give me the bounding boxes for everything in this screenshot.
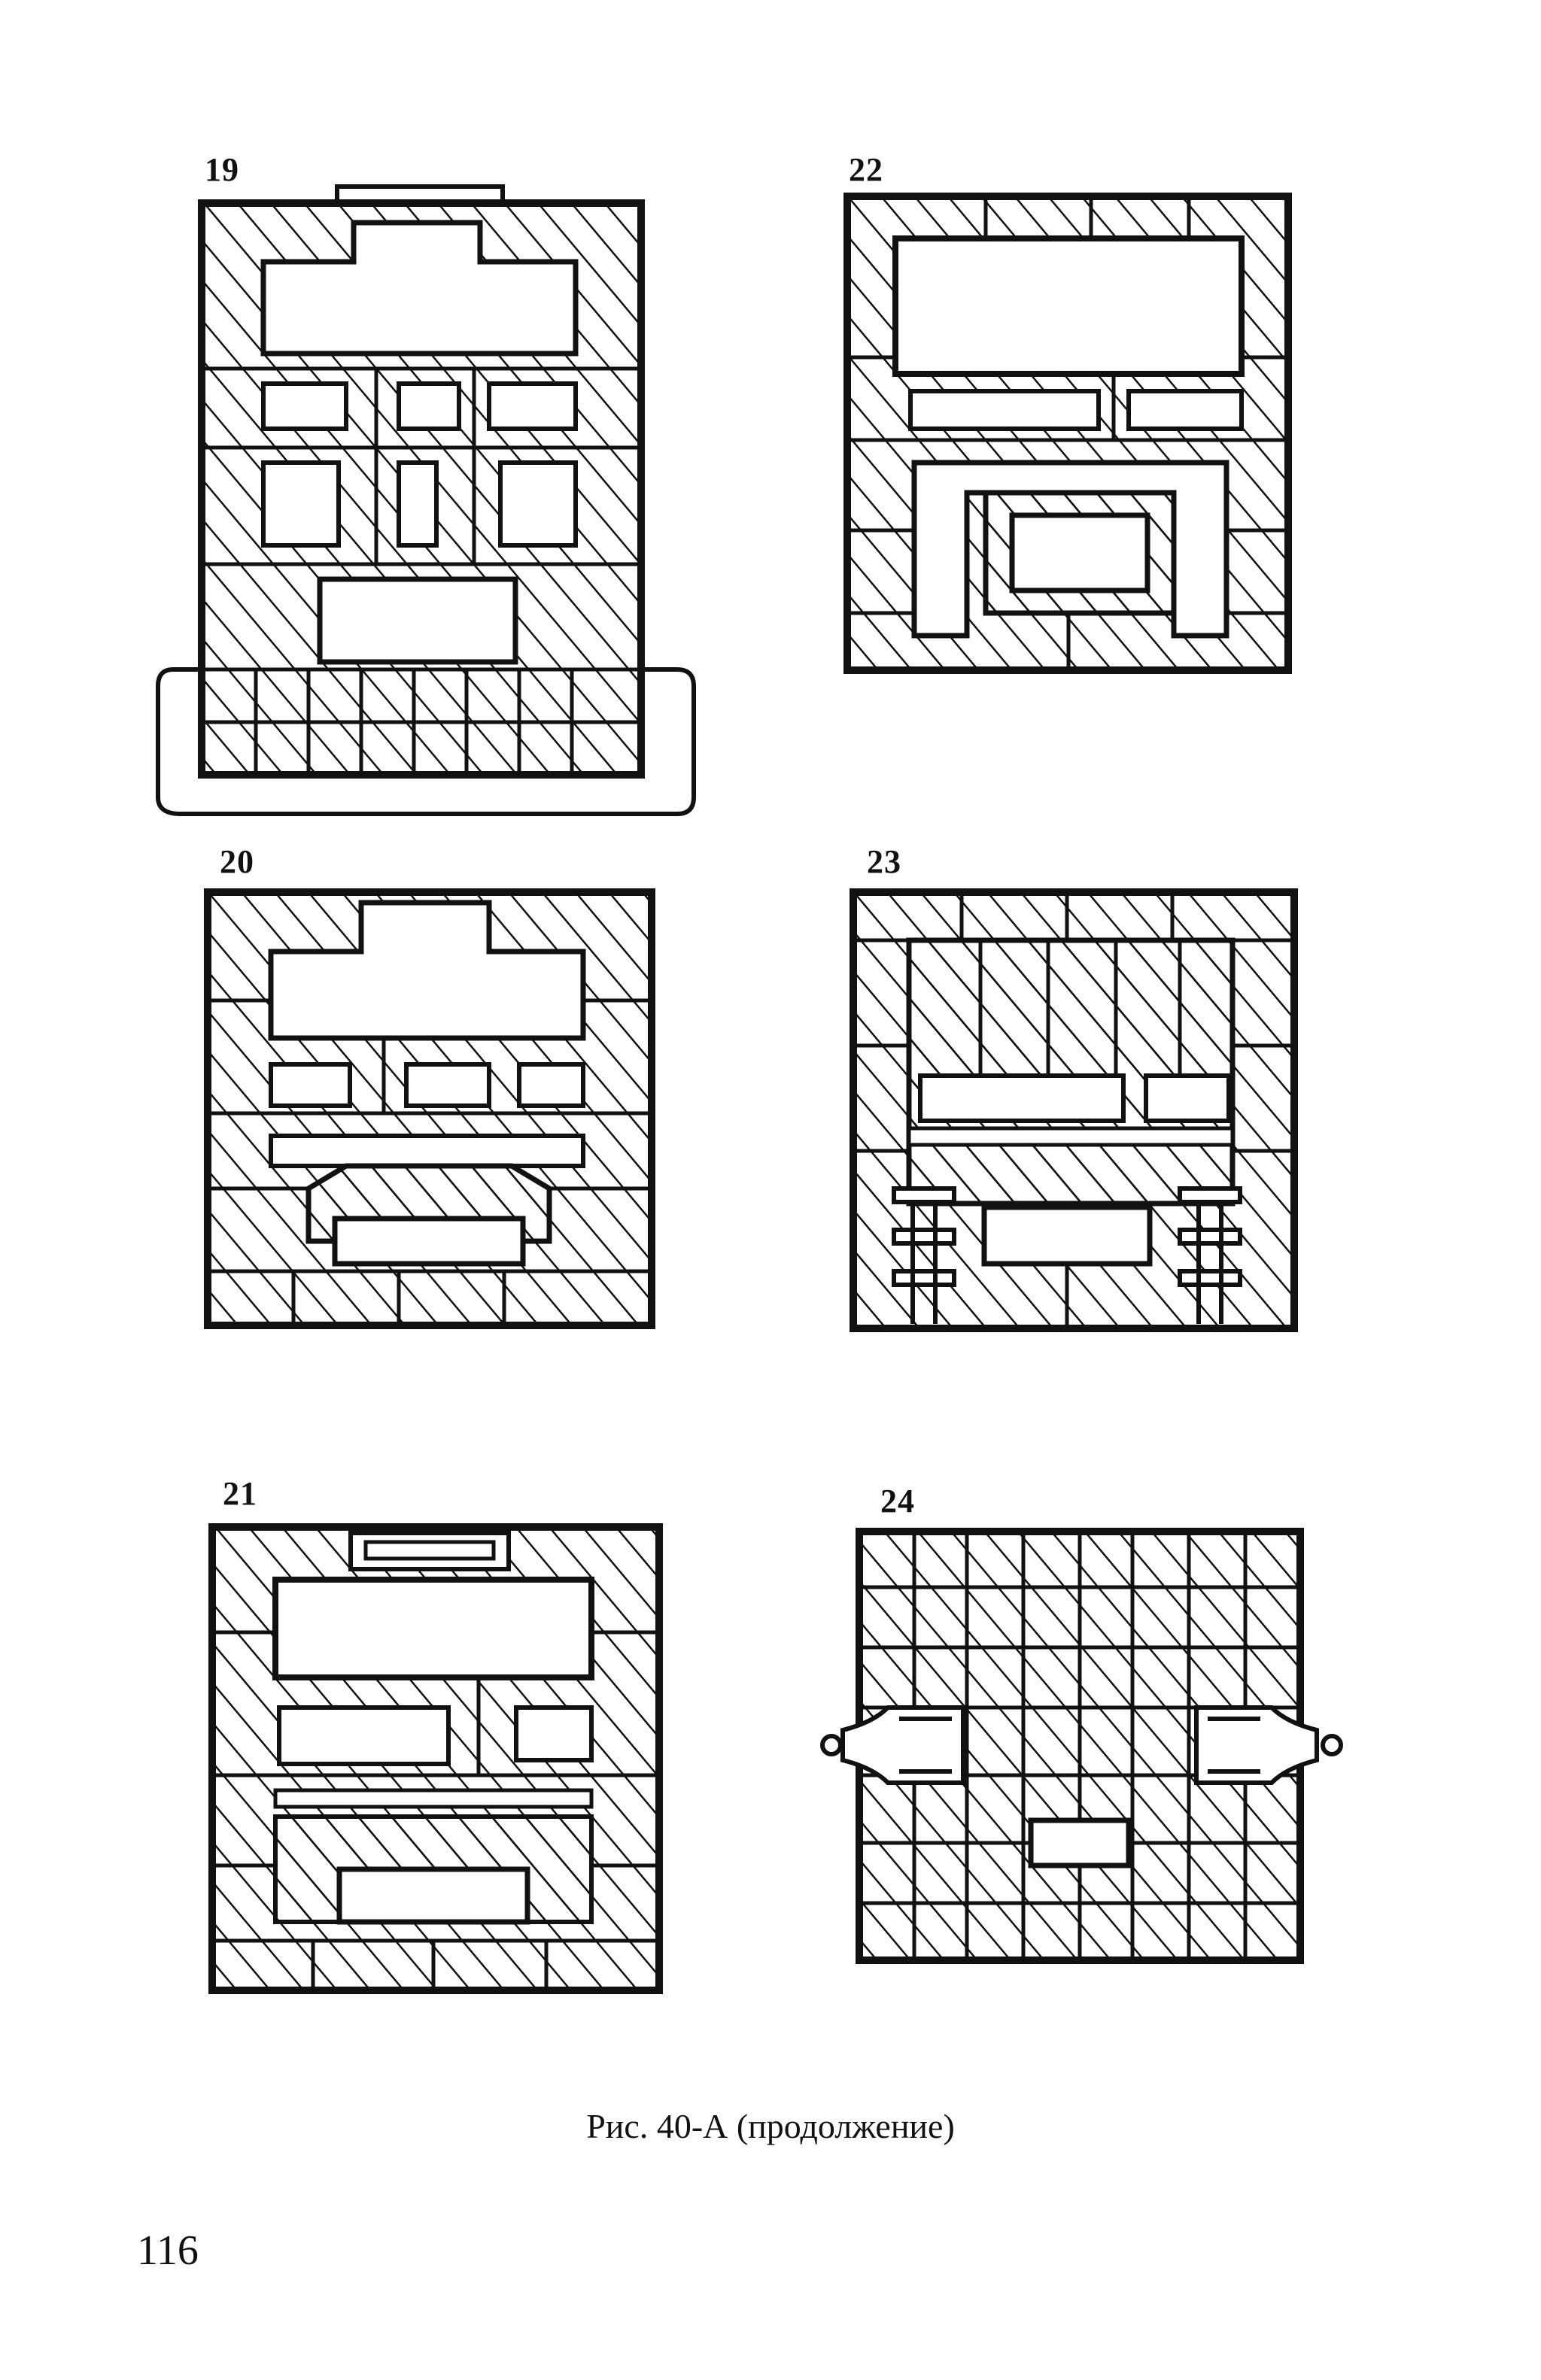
firebox [336, 1866, 530, 1925]
firebox [1009, 512, 1150, 593]
figure-number-21: 21 [223, 1475, 257, 1512]
upper-chamber [892, 235, 1245, 377]
channel [404, 1062, 491, 1108]
figure-20 [203, 888, 662, 1339]
firebox [1028, 1817, 1132, 1868]
grate-bar [273, 1788, 594, 1809]
channel [487, 381, 578, 431]
figure-23 [849, 888, 1300, 1339]
figure-caption: Рис. 40-А (продолжение) [586, 2107, 955, 2145]
figure-24 [813, 1527, 1354, 1978]
figure-number-19: 19 [205, 151, 239, 188]
page-number: 116 [137, 2227, 199, 2274]
channel [517, 1062, 585, 1108]
channel [269, 1062, 352, 1108]
firebox [332, 1216, 526, 1267]
door-hinge-left [892, 1186, 956, 1324]
channel [908, 389, 1101, 431]
figure-19 [150, 181, 700, 827]
channel [261, 381, 348, 431]
channel [277, 1705, 451, 1766]
upper-chamber [268, 900, 586, 1041]
upper-chamber [260, 220, 579, 357]
channel [397, 381, 461, 431]
top-damper-inner [363, 1540, 496, 1561]
upper-chamber [272, 1577, 594, 1680]
figure-number-24: 24 [880, 1483, 915, 1519]
channel [918, 1073, 1126, 1123]
figure-number-23: 23 [867, 843, 901, 880]
grate-bar [907, 1126, 1235, 1147]
door-hinge-right [1178, 1186, 1242, 1324]
side-handle-left [820, 1705, 965, 1785]
channel [498, 460, 578, 548]
figure-22 [843, 192, 1294, 681]
channel [514, 1705, 594, 1762]
side-handle-right [1194, 1705, 1343, 1785]
figure-number-20: 20 [220, 843, 254, 880]
firebox [981, 1204, 1153, 1267]
figure-number-22: 22 [849, 151, 883, 188]
channel [397, 460, 439, 548]
grid-block [906, 937, 1236, 1207]
channel [269, 1134, 585, 1168]
base-plinth [156, 667, 696, 816]
firebox [317, 576, 518, 665]
channel [1126, 389, 1244, 431]
figure-21 [208, 1519, 674, 2001]
channel [261, 460, 341, 548]
channel [1144, 1073, 1231, 1123]
